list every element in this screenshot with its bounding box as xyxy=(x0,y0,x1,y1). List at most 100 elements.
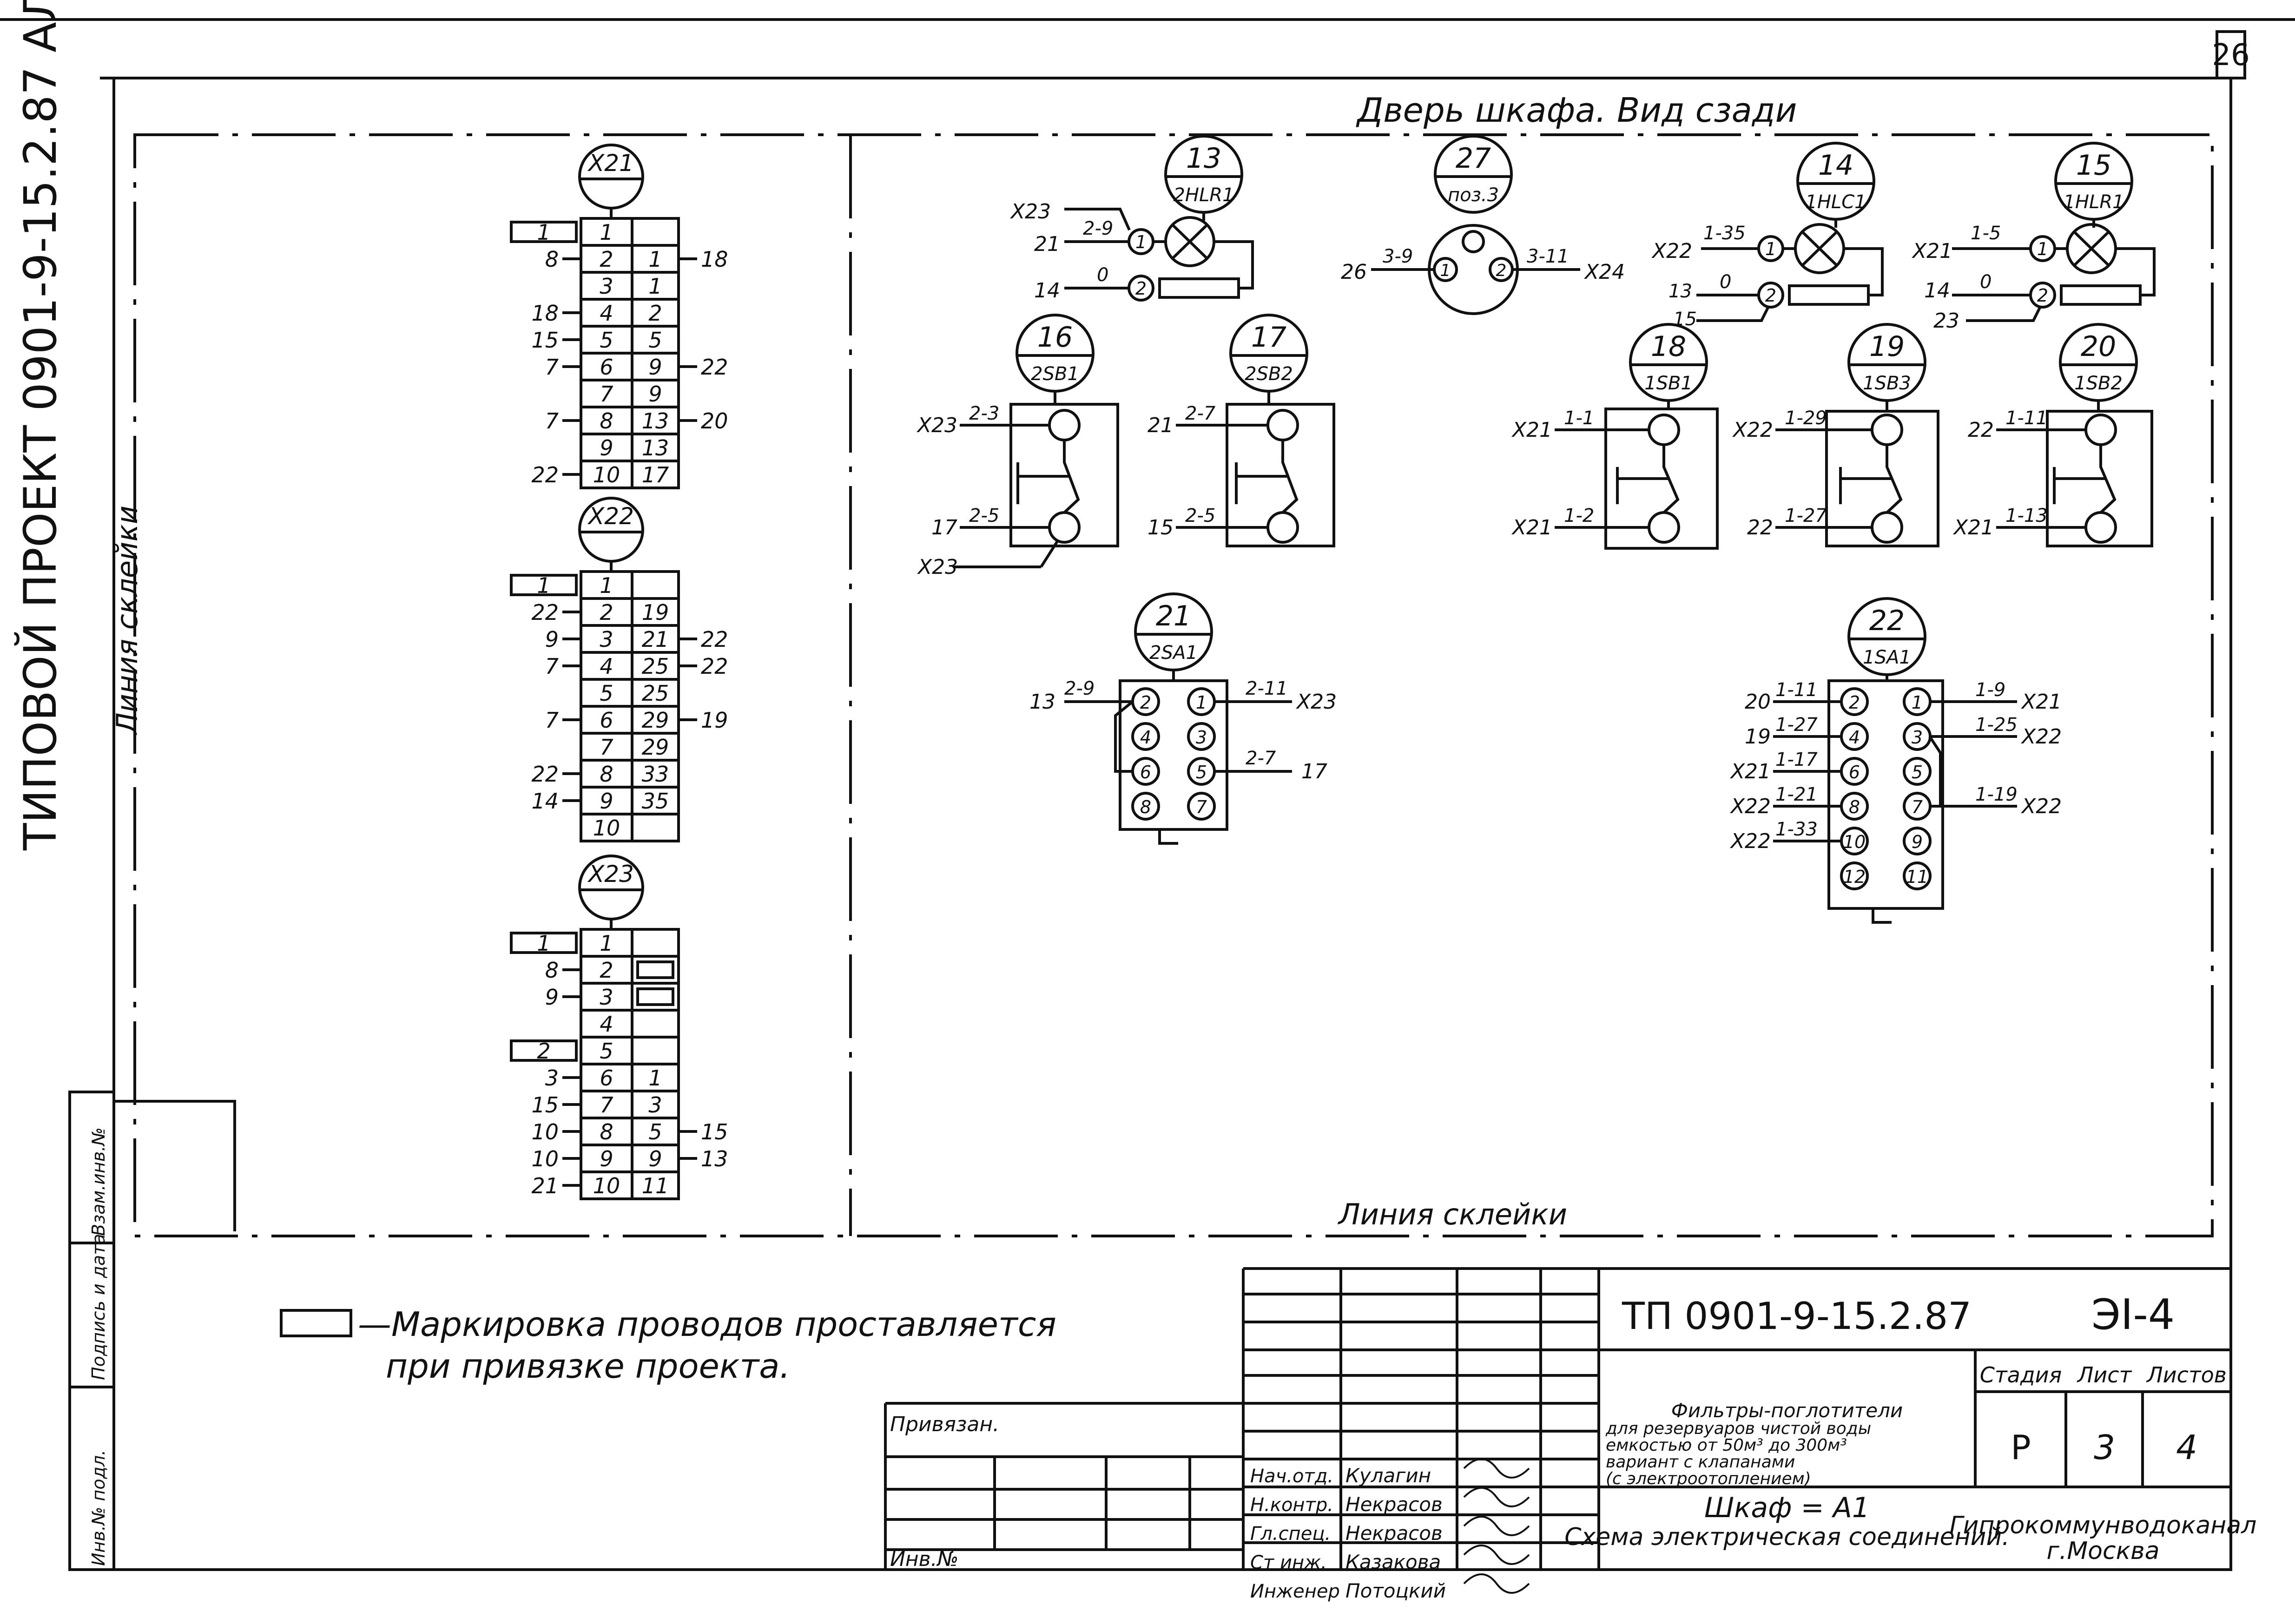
terminal-wire-right: 20 xyxy=(701,408,728,434)
wire-mark: 1-27 xyxy=(1785,505,1827,526)
terminal-number: 9 xyxy=(600,1146,613,1171)
terminal-cell xyxy=(631,570,680,600)
pin xyxy=(1131,722,1160,751)
terminal-number: 1 xyxy=(600,573,613,598)
wire-mark: 2-9 xyxy=(1083,218,1113,239)
stamp-inv-orig: Инв.№ подл. xyxy=(88,1450,109,1566)
role-name: Некрасов xyxy=(1345,1522,1443,1545)
wire-mark: 3-9 xyxy=(1383,246,1413,267)
pin-6: 6 xyxy=(1849,762,1860,782)
pin-2: 2 xyxy=(1135,278,1147,299)
signature-mark xyxy=(1463,1458,1530,1479)
terminal-number: 2 xyxy=(600,247,613,272)
terminal-number: 6 xyxy=(600,355,613,380)
terminal-number: 3 xyxy=(600,274,613,299)
wire-label: X22 xyxy=(1651,239,1692,263)
terminal-bridge: 13 xyxy=(642,408,669,434)
component-code: 1SB1 xyxy=(1644,373,1693,394)
wire-mark: 0 xyxy=(1097,264,1108,286)
pin-2: 2 xyxy=(1849,692,1860,713)
pin-6: 6 xyxy=(1140,762,1151,782)
wire-label: X22 xyxy=(2021,795,2062,818)
door-title: Дверь шкафа. Вид сзади xyxy=(1356,91,1797,130)
terminal-number: 8 xyxy=(600,762,613,787)
wire-mark-legend-box xyxy=(280,1309,352,1337)
terminal-number: 2 xyxy=(600,600,613,625)
pin xyxy=(2084,511,2117,544)
pin xyxy=(1187,792,1216,821)
wire-mark: 1-1 xyxy=(1564,408,1594,429)
terminal-wire-left: 7 xyxy=(545,408,559,434)
terminal-cell xyxy=(631,1009,680,1039)
wire-mark: 3-11 xyxy=(1527,246,1569,267)
pin-3: 3 xyxy=(1912,727,1923,748)
pin-3: 3 xyxy=(1196,727,1207,748)
terminal-number: 10 xyxy=(593,1173,620,1198)
wire-mark: 1-29 xyxy=(1785,408,1827,429)
description-line: (с электроотоплением) xyxy=(1606,1469,1811,1488)
role-title: Гл.спец. xyxy=(1250,1523,1331,1545)
terminal-number: 2 xyxy=(600,958,613,983)
wire-label: X22 xyxy=(1730,795,1771,818)
component-number: 15 xyxy=(2076,149,2111,182)
wire-label: 22 xyxy=(1968,418,1994,442)
description-line: для резервуаров чистой воды xyxy=(1605,1419,1871,1438)
terminal-wire-right: 22 xyxy=(701,627,728,652)
description-line: Фильтры-поглотители xyxy=(1671,1399,1903,1422)
wire-mark: 1-35 xyxy=(1703,223,1746,244)
wire-mark: 1-13 xyxy=(2005,505,2048,526)
pin-8: 8 xyxy=(1849,797,1860,817)
pin-1: 1 xyxy=(1912,692,1923,713)
group-marker xyxy=(510,221,578,243)
stage-header: Стадия xyxy=(1980,1362,2062,1387)
signature-mark xyxy=(1463,1545,1530,1565)
terminal-number: 6 xyxy=(600,708,613,733)
wire-mark: 1-9 xyxy=(1975,679,2005,701)
wire-mark: 1-19 xyxy=(1975,784,2018,805)
terminal-cell xyxy=(631,1170,680,1200)
component-code: поз.3 xyxy=(1448,184,1499,206)
pin-1: 1 xyxy=(1135,232,1147,252)
terminal-label: X21 xyxy=(587,150,634,177)
wire-label: X22 xyxy=(1732,418,1773,442)
role-name: Потоцкий xyxy=(1345,1579,1446,1602)
terminal-wire-left: 22 xyxy=(531,462,559,487)
sheets-value: 4 xyxy=(2176,1428,2197,1467)
component-number: 27 xyxy=(1456,142,1491,175)
terminal-number: 7 xyxy=(600,381,613,407)
terminal-bridge: 2 xyxy=(648,301,662,326)
wire-mark: 2-7 xyxy=(1246,748,1276,769)
description-line: емкостью от 50м³ до 300м³ xyxy=(1606,1436,1847,1455)
terminal-number: 6 xyxy=(600,1065,613,1091)
pin-1: 1 xyxy=(2037,239,2048,259)
button-housing xyxy=(1226,403,1335,547)
terminal-number: 7 xyxy=(600,735,613,760)
drawing-name-1: Шкаф = А1 xyxy=(1704,1492,1870,1524)
terminal-wire-left: 7 xyxy=(545,355,559,380)
wire-label: 13 xyxy=(1029,690,1055,714)
wire-mark: 2-5 xyxy=(1185,505,1215,526)
terminal-bridge: 9 xyxy=(648,381,662,407)
terminal-wire-right: 18 xyxy=(701,247,728,272)
margin-title: ТИПОВОЙ ПРОЕКТ 0901-9-15.2.87 АЛЬБОМ xyxy=(14,0,66,851)
terminal-bridge: 13 xyxy=(642,435,669,460)
component-code: 1HLC1 xyxy=(1805,191,1866,213)
terminal-wire-left: 22 xyxy=(531,600,559,625)
terminal-bridge: 25 xyxy=(642,681,669,706)
terminal-bridge: 19 xyxy=(642,600,669,625)
resistor-icon xyxy=(2060,284,2142,306)
signature-mark xyxy=(1463,1516,1530,1536)
component-number: 21 xyxy=(1156,600,1191,632)
stage-value: Р xyxy=(2011,1428,2031,1467)
component-code: 2SB2 xyxy=(1245,363,1293,385)
org-name: Гипрокоммунводоканал xyxy=(1950,1512,2257,1539)
pin-1: 1 xyxy=(1440,261,1451,280)
sheet-value: 3 xyxy=(2094,1428,2115,1467)
pin-2: 2 xyxy=(1765,285,1776,306)
